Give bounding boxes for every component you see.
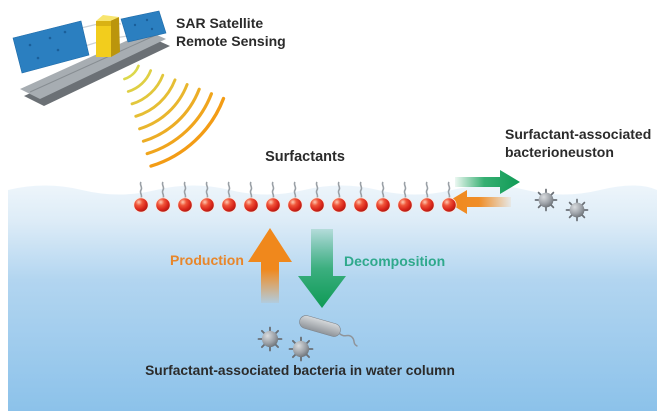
surfactant-molecule-icon: [331, 181, 347, 213]
solar-panel-right-cells: [133, 18, 154, 31]
surfactant-molecule-icon: [243, 181, 259, 213]
surfactant-row: [133, 181, 457, 213]
satellite-body-band: [96, 21, 111, 26]
decomposition-arrow-icon: [298, 229, 346, 308]
production-label: Production: [170, 252, 244, 268]
surfactant-molecule-icon: [221, 181, 237, 213]
surfactant-molecule-icon: [133, 181, 149, 213]
satellite-antenna: [20, 31, 166, 99]
surfactant-molecule-icon: [353, 181, 369, 213]
exchange-left-arrow-icon: [447, 190, 511, 214]
solar-panel-left: [12, 20, 90, 74]
surfactant-molecule-icon: [397, 181, 413, 213]
satellite-label: SAR Satellite Remote Sensing: [176, 15, 286, 49]
surfactant-molecule-icon: [309, 181, 325, 213]
bacterium-icon: [288, 336, 314, 362]
bacterium-icon: [534, 188, 558, 212]
satellite-icon: [12, 10, 170, 106]
solar-panel-left-cells: [28, 30, 67, 60]
surfactant-molecule-icon: [155, 181, 171, 213]
production-arrow-icon: [248, 228, 292, 303]
surfactant-molecule-icon: [375, 181, 391, 213]
satellite-struts: [80, 22, 129, 47]
decomposition-label: Decomposition: [344, 253, 446, 269]
exchange-right-arrow-icon: [455, 170, 520, 194]
satellite-body-front: [96, 21, 111, 57]
surfactant-molecule-icon: [265, 181, 281, 213]
surfactant-molecule-icon: [441, 181, 457, 213]
surfactant-molecule-icon: [177, 181, 193, 213]
radar-waves-icon: [123, 64, 226, 168]
water-column-bacteria-label: Surfactant-associated bacteria in water …: [145, 363, 455, 378]
satellite-body-top: [96, 15, 119, 21]
rod-bacterium-icon: [299, 315, 358, 347]
bacterium-icon: [565, 198, 589, 222]
surfactant-molecule-icon: [199, 181, 215, 213]
surfactant-molecule-icon: [287, 181, 303, 213]
water-body: [8, 185, 657, 411]
satellite-body-side: [110, 17, 120, 57]
surfactant-molecule-icon: [419, 181, 435, 213]
bacterioneuston-label: Surfactant-associated bacterioneuston: [505, 126, 652, 160]
bacterium-icon: [257, 326, 283, 352]
surfactants-label: Surfactants: [265, 149, 345, 165]
solar-panel-right: [120, 10, 167, 43]
